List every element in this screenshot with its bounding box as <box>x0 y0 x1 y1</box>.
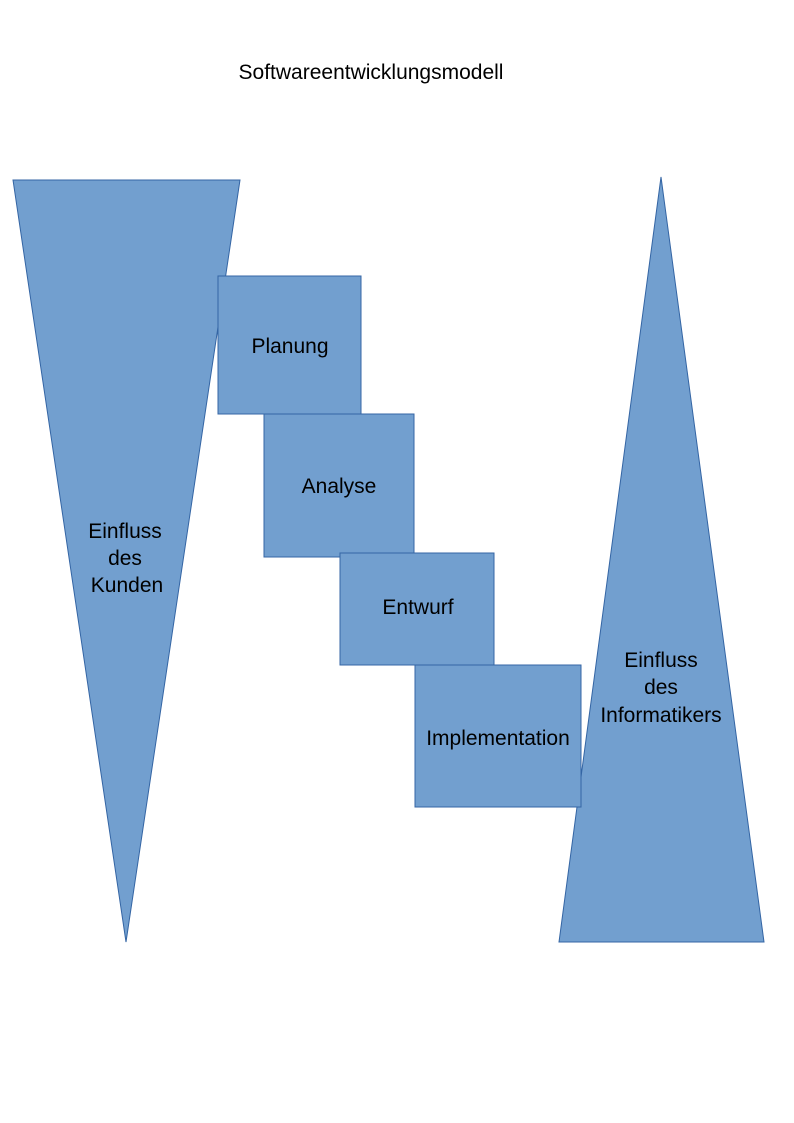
customer-influence-label-line2: des <box>108 547 142 570</box>
phase-box-analyse <box>263 413 415 558</box>
phase-box-planung <box>217 275 362 415</box>
phase-label-planung: Planung <box>251 335 328 358</box>
customer-influence-label-line3: Kunden <box>91 574 163 597</box>
developer-influence-label-line3: Informatikers <box>600 704 721 727</box>
developer-influence-label-line2: des <box>644 676 678 699</box>
phase-label-entwurf: Entwurf <box>382 596 453 619</box>
diagram-title: Softwareentwicklungsmodell <box>239 61 504 84</box>
phase-label-implementation: Implementation <box>426 727 570 750</box>
customer-influence-label-line1: Einfluss <box>88 520 162 543</box>
phase-label-analyse: Analyse <box>302 475 377 498</box>
phase-box-entwurf <box>339 552 495 666</box>
customer-influence-triangle <box>12 179 241 943</box>
developer-influence-triangle <box>558 176 765 943</box>
phase-box-implementation <box>414 664 582 808</box>
developer-influence-label-line1: Einfluss <box>624 649 698 672</box>
